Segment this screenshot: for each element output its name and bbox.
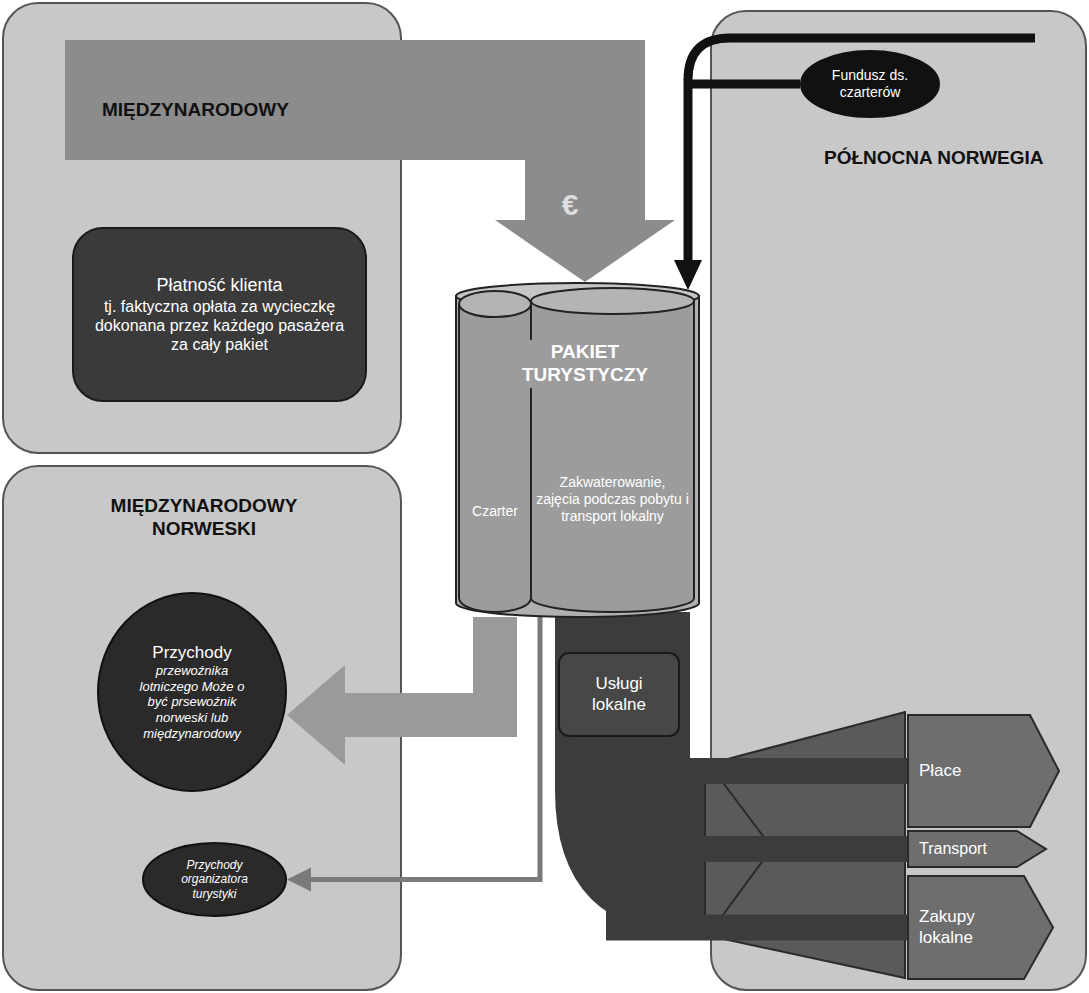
- revenue-bubble: Przychody organizatora turystyki: [142, 842, 287, 917]
- node-title: Czarter: [460, 503, 530, 520]
- fund-line: [688, 38, 1035, 80]
- node-title: Przychody: [129, 643, 254, 663]
- ellipse-outline: [801, 51, 939, 117]
- arrow-band: [65, 40, 403, 160]
- node-body: przewoźnika lotniczego Może o być prsewo…: [129, 663, 254, 741]
- output-arrow: Transport: [907, 830, 1047, 868]
- node-body: tj. faktyczna opłata za wycieczkę dokona…: [92, 297, 347, 355]
- local-services-box: Usługi lokalne: [558, 652, 680, 737]
- cylinder-top: [459, 291, 531, 317]
- cylinder-top: [531, 288, 694, 314]
- connector-line: [619, 737, 907, 849]
- node-title: Płace: [919, 761, 1029, 781]
- ellipse-outline: [143, 843, 286, 916]
- fund-arrow: [674, 84, 800, 290]
- arrow-head: [495, 220, 675, 282]
- arrow-outline: [908, 715, 1059, 827]
- node-title: PAKIET TURYSTYCZY: [500, 340, 670, 388]
- text-group: MIĘDZYNARODOWY NORWESKI: [64, 495, 344, 575]
- connector-line: [619, 737, 907, 771]
- arrow-head: [287, 665, 345, 765]
- node-title: Fundusz ds. czarterów: [818, 67, 922, 101]
- cylinder-body: [456, 296, 699, 617]
- node-title: PÓŁNOCNA NORWEGIA: [824, 147, 1084, 170]
- connector-line: [345, 617, 495, 715]
- output-arrow: Zakupy lokalne: [907, 875, 1054, 980]
- operator-revenue-arrow: [287, 617, 540, 892]
- arrow-outline: [908, 876, 1053, 979]
- services-cylinder: Zakwaterowanie, zajęcia podczas pobytu i…: [530, 287, 695, 612]
- revenue-bubble: Przychodyprzewoźnika lotniczego Może o b…: [97, 592, 287, 792]
- carrier-revenue-arrow: [287, 617, 495, 765]
- fund-callout: Fundusz ds. czarterów: [800, 50, 940, 118]
- node-title: Zakupy lokalne: [919, 907, 1029, 948]
- node-title: Usługi lokalne: [570, 674, 668, 715]
- connector-line: [619, 737, 907, 928]
- node-title: Przychody organizatora turystyki: [162, 858, 266, 901]
- node-title: Zakwaterowanie, zajęcia podczas pobytu i…: [536, 474, 689, 524]
- services-cylinder-outline: [530, 287, 695, 612]
- connector-line: [688, 84, 800, 260]
- arrow-head: [287, 868, 311, 892]
- payment-box: Płatność klientatj. faktyczna opłata za …: [72, 227, 367, 402]
- local-split: [619, 737, 907, 849]
- node-title: Transport: [919, 839, 1029, 858]
- money-flow-arrow: [402, 100, 675, 282]
- arrow-head: [674, 260, 702, 290]
- box-outline: [559, 653, 679, 736]
- charter-cylinder: Czarter: [458, 290, 532, 612]
- connector-line: [590, 617, 650, 652]
- local-split: [619, 737, 907, 771]
- local-split: [619, 737, 907, 928]
- connector-line: [402, 100, 585, 220]
- connector-line: [311, 617, 540, 880]
- node-title: Płatność klienta: [92, 275, 347, 297]
- arrow-outline: [908, 831, 1046, 867]
- output-arrow: Płace: [907, 714, 1060, 828]
- currency-symbol: €: [546, 186, 594, 224]
- box-outline: [73, 228, 366, 401]
- node-title: MIĘDZYNARODOWY NORWESKI: [64, 495, 344, 541]
- ellipse-outline: [98, 593, 286, 791]
- charter-cylinder-outline: [458, 290, 532, 612]
- node-title: MIĘDZYNARODOWY: [102, 99, 392, 122]
- text-group: PÓŁNOCNA NORWEGIA: [824, 147, 1084, 187]
- package-cylinder: Czarter Zakwaterowanie, zajęcia podczas p…: [455, 282, 700, 617]
- local-flow: [620, 617, 621, 652]
